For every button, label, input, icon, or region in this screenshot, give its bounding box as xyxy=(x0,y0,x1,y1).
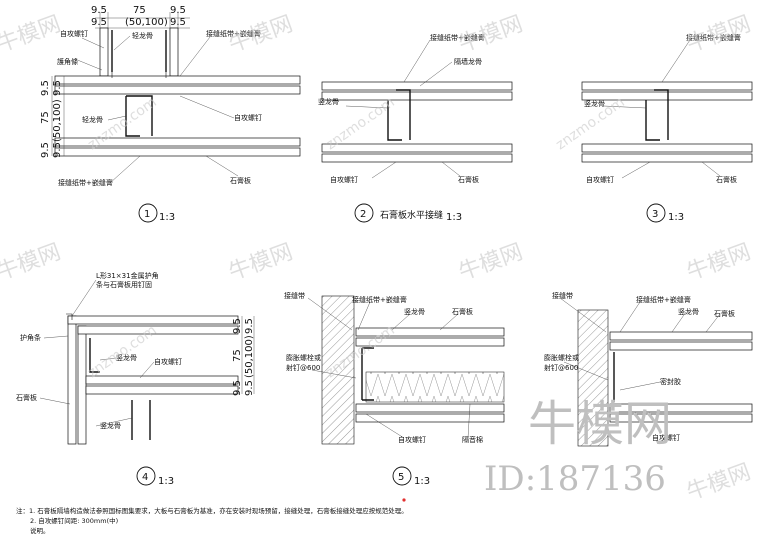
watermark-brand: 牛模网 xyxy=(684,240,755,286)
note-line1: 注：1. 石膏板隔墙构造做法参照国标图集要求，大板与石膏板为基准，亦在安装时现场… xyxy=(16,506,408,515)
note-line2: 2. 自攻螺钉间距: 300mm(中) xyxy=(30,516,118,525)
dim-side-b: 9.5 xyxy=(52,80,63,96)
label-gypsum: 石膏板 xyxy=(16,393,37,402)
detail-2-title: 石膏板水平接缝 xyxy=(380,209,443,221)
dim-top-a: 9.5 xyxy=(91,5,107,16)
label-joint-tape-top: 接缝纸带+嵌缝膏 xyxy=(206,29,261,38)
dim-top-e: (50,100) xyxy=(125,17,168,28)
label-nail: 射钉@600 xyxy=(286,363,320,372)
watermark-brand: 牛模网 xyxy=(456,240,527,286)
dim-side-d: (50,100) xyxy=(244,335,255,378)
detail-6: 接缝带 接缝纸带+嵌缝膏 竖龙骨 石膏板 膨胀螺栓或 射钉@600 密封胶 自攻… xyxy=(544,291,753,447)
label-joint-strip: 接缝带 xyxy=(552,291,573,300)
label-edge-bead: 護角條 xyxy=(57,57,78,66)
detail-4-number: 4 xyxy=(142,472,148,483)
label-stud: 竖龙骨 xyxy=(584,99,605,108)
label-note-line2: 条与石膏板用钉固 xyxy=(96,280,152,289)
label-self-tap-top: 自攻螺钉 xyxy=(60,29,88,38)
label-edge-bead: 护角条 xyxy=(20,333,41,342)
detail-3-number: 3 xyxy=(652,209,658,220)
watermark-brand: 牛模网 xyxy=(0,240,64,286)
dim-side-a: 9.5 xyxy=(232,318,243,334)
brand-id-text: ID:187136 xyxy=(484,459,666,499)
label-self-tap: 自攻螺钉 xyxy=(398,435,426,444)
dim-top-b: 75 xyxy=(133,5,146,16)
dim-side-c: 75 xyxy=(40,111,51,124)
label-stud: 竖龙骨 xyxy=(678,307,699,316)
label-joint-tape: 接缝纸带+嵌缝膏 xyxy=(686,33,741,42)
label-insulation: 隔音棉 xyxy=(462,435,483,444)
dim-top-f: 9.5 xyxy=(170,17,186,28)
watermark-brand: 牛模网 xyxy=(226,12,297,58)
label-light-stud-mid: 轻龙骨 xyxy=(82,115,103,124)
detail-5-scale: 1:3 xyxy=(414,476,430,487)
label-self-tap: 自攻螺钉 xyxy=(330,175,358,184)
label-joint-strip: 接缝带 xyxy=(284,291,305,300)
label-self-tap-mid: 自攻螺钉 xyxy=(234,113,262,122)
detail-1-scale: 1:3 xyxy=(159,212,175,223)
label-joint-tape: 接缝纸带+嵌缝膏 xyxy=(430,33,485,42)
label-hidden-stud: 隔墙龙骨 xyxy=(454,57,482,66)
label-stud-a: 竖龙骨 xyxy=(116,353,137,362)
detail-4-scale: 1:3 xyxy=(158,476,174,487)
label-nail: 射钉@600 xyxy=(544,363,578,372)
watermark-brand: 牛模网 xyxy=(0,12,64,58)
dim-side-c: 75 xyxy=(232,349,243,362)
detail-2-number: 2 xyxy=(360,209,366,220)
watermark-brand: 牛模网 xyxy=(226,240,297,286)
label-self-tap: 自攻螺钉 xyxy=(586,175,614,184)
label-sealant: 密封胶 xyxy=(660,377,681,386)
label-gypsum: 石膏板 xyxy=(716,175,737,184)
watermark-brand: 牛模网 xyxy=(684,460,755,506)
dim-side-d: (50,100) xyxy=(52,99,63,142)
label-expansion: 膨胀螺栓或 xyxy=(286,353,321,362)
dim-side-e: 9.5 xyxy=(232,380,243,396)
detail-5-circle xyxy=(392,466,412,486)
dim-side-a: 9.5 xyxy=(40,80,51,96)
dim-side-b: 9.5 xyxy=(244,318,255,334)
dim-side-f: 9.5 xyxy=(52,142,63,158)
label-joint-tape: 接缝纸带+嵌缝膏 xyxy=(352,295,407,304)
dim-side-f: 9.5 xyxy=(244,380,255,396)
detail-3-scale: 1:3 xyxy=(668,212,684,223)
label-joint-tape: 接缝纸带+嵌缝膏 xyxy=(636,295,691,304)
detail-2-circle xyxy=(354,203,374,223)
label-stud: 竖龙骨 xyxy=(404,307,425,316)
label-self-tap: 自攻螺钉 xyxy=(154,357,182,366)
detail-5-number: 5 xyxy=(398,472,404,483)
dim-side-e: 9.5 xyxy=(40,142,51,158)
label-gypsum: 石膏板 xyxy=(452,307,473,316)
dim-top-d: 9.5 xyxy=(91,17,107,28)
notes-block: 注：1. 石膏板隔墙构造做法参照国标图集要求，大板与石膏板为基准，亦在安装时现场… xyxy=(16,506,408,535)
dim-top-c: 9.5 xyxy=(170,5,186,16)
label-self-tap: 自攻螺钉 xyxy=(652,433,680,442)
label-stud: 竖龙骨 xyxy=(318,97,339,106)
brand-logo-text: 牛模网 xyxy=(528,396,672,452)
detail-5: 接缝带 接缝纸带+嵌缝膏 竖龙骨 石膏板 膨胀螺栓或 射钉@600 自攻螺钉 隔… xyxy=(284,291,505,502)
detail-2-scale: 1:3 xyxy=(446,212,462,223)
detail-3-circle xyxy=(646,203,666,223)
label-gypsum: 石膏板 xyxy=(714,309,735,318)
label-note-line1: L形31×31金属护角 xyxy=(96,271,159,280)
label-expansion: 膨胀螺栓或 xyxy=(544,353,579,362)
detail-1-number: 1 xyxy=(144,209,150,220)
detail-1: 9.5 75 9.5 9.5 (50,100) 9.5 9.5 9.5 75 (… xyxy=(40,5,301,223)
watermark-brand: 牛模网 xyxy=(684,12,755,58)
detail-1-circle xyxy=(138,203,158,223)
label-gypsum: 石膏板 xyxy=(458,175,479,184)
detail-4-circle xyxy=(136,466,156,486)
watermark-brand: 牛模网 xyxy=(456,12,527,58)
detail-3: 接缝纸带+嵌缝膏 竖龙骨 自攻螺钉 石膏板 3 1:3 xyxy=(581,33,753,223)
label-joint-tape-bottom: 接缝纸带+嵌缝膏 xyxy=(58,178,113,187)
detail-4: 9.5 9.5 75 (50,100) 9.5 9.5 L形31×31金属护角 … xyxy=(16,271,255,487)
accent-dot xyxy=(402,498,406,502)
label-light-stud-top: 轻龙骨 xyxy=(132,31,153,40)
note-line3: 说明。 xyxy=(30,526,50,535)
label-gypsum: 石膏板 xyxy=(230,176,251,185)
label-stud-b: 竖龙骨 xyxy=(100,421,121,430)
detail-2: 接缝纸带+嵌缝膏 隔墙龙骨 竖龙骨 自攻螺钉 石膏板 2 石膏板水平接缝 1:3 xyxy=(318,33,513,223)
